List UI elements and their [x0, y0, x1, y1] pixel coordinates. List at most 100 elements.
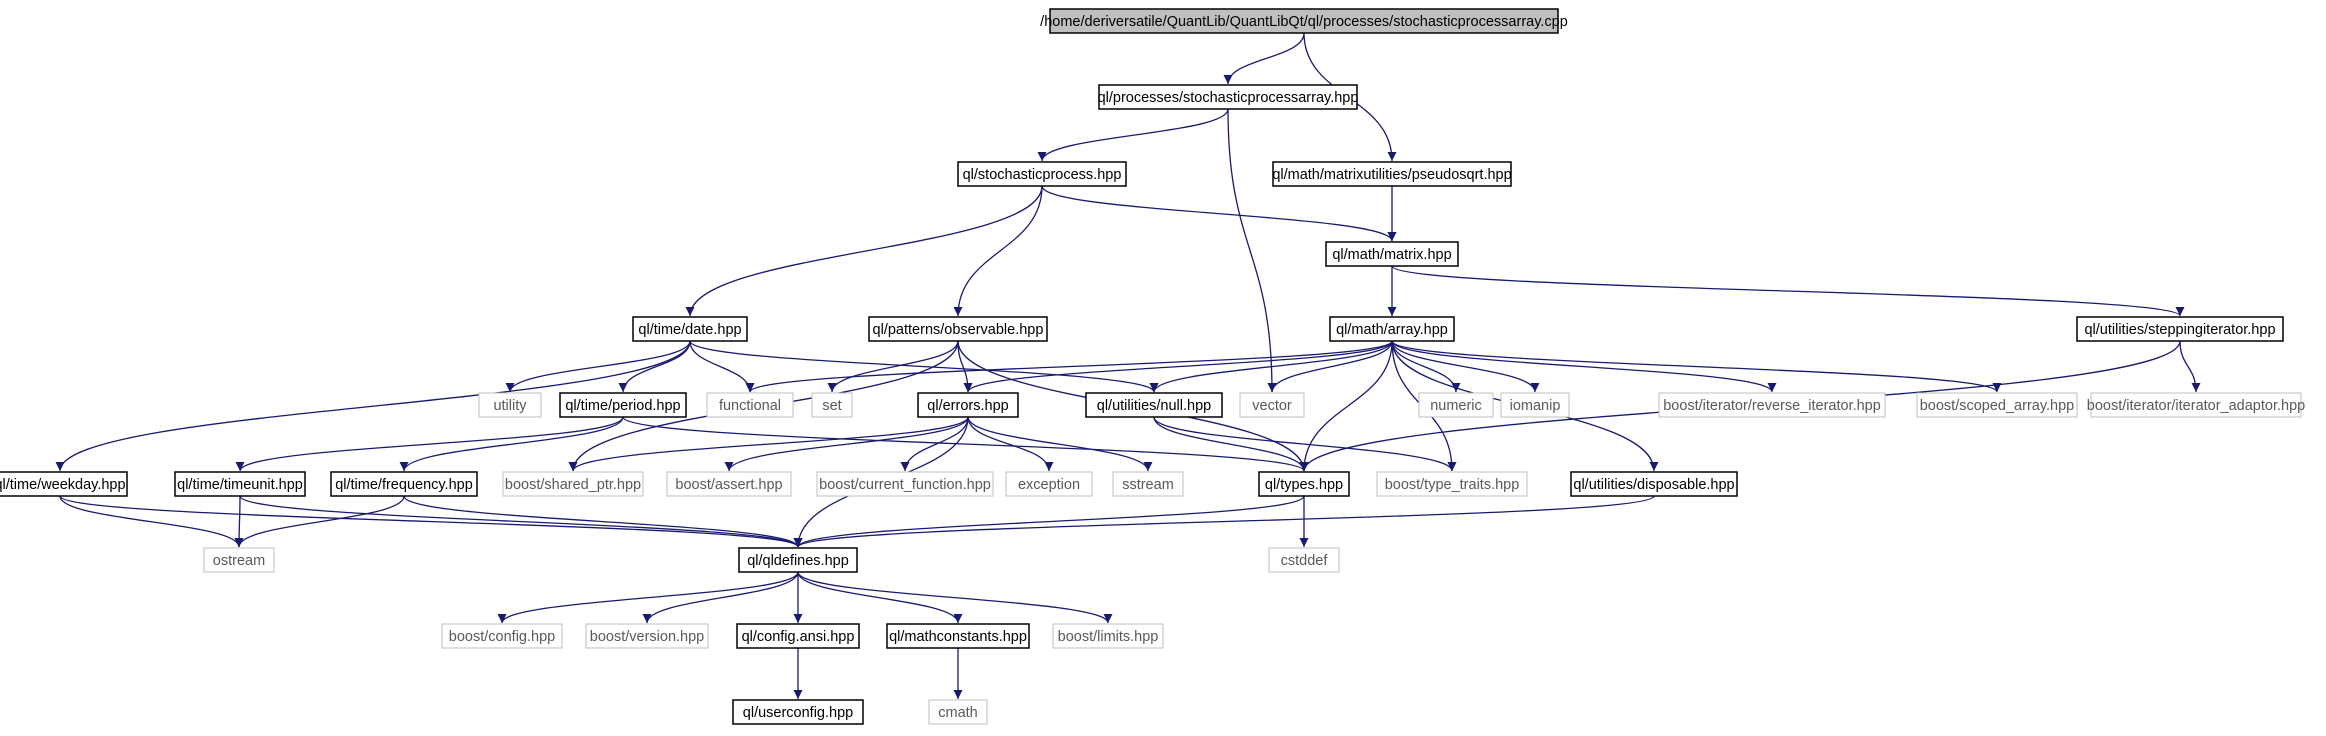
edge-date-to-period	[618, 340, 691, 393]
node-type_traits: boost/type_traits.hpp	[1376, 471, 1528, 497]
node-utility: utility	[478, 392, 542, 418]
node-scoped_array-box	[1916, 392, 2078, 418]
node-version-box	[585, 623, 709, 649]
node-array-box	[1329, 316, 1455, 342]
edge-array-to-functional	[745, 340, 1393, 393]
node-qldefines-label: ql/qldefines.hpp	[747, 553, 849, 569]
node-matrix[interactable]: ql/math/matrix.hpp	[1325, 241, 1459, 267]
edge-weekday-to-ostream	[59, 495, 244, 548]
edge-frequency-to-qldefines	[403, 495, 803, 548]
node-vector-label: vector	[1252, 398, 1292, 414]
edge-spa_hpp-to-sp_hpp	[1037, 108, 1229, 162]
edge-array-to-numeric	[1391, 340, 1461, 393]
node-frequency[interactable]: ql/time/frequency.hpp	[330, 471, 478, 497]
node-sstream: sstream	[1112, 471, 1184, 497]
node-userconfig[interactable]: ql/userconfig.hpp	[732, 699, 864, 725]
node-observable-box	[868, 316, 1048, 342]
edge-sp_hpp-to-observable	[953, 185, 1043, 317]
node-config_ansi[interactable]: ql/config.ansi.hpp	[736, 623, 860, 649]
node-null[interactable]: ql/utilities/null.hpp	[1085, 392, 1223, 418]
node-cstddef-box	[1268, 547, 1340, 573]
node-weekday-box	[0, 471, 128, 497]
node-current_function-label: boost/current_function.hpp	[819, 477, 991, 493]
node-ostream-label: ostream	[213, 553, 265, 569]
node-stepping[interactable]: ql/utilities/steppingiterator.hpp	[2076, 316, 2284, 342]
node-date-label: ql/time/date.hpp	[638, 322, 741, 338]
edge-frequency-to-ostream	[234, 495, 405, 548]
node-ostream: ostream	[203, 547, 275, 573]
node-null-box	[1085, 392, 1223, 418]
node-qldefines[interactable]: ql/qldefines.hpp	[738, 547, 858, 573]
edge-errors-to-assert	[724, 416, 969, 472]
edge-date-to-null	[689, 340, 1159, 393]
node-date-box	[632, 316, 748, 342]
node-timeunit-box	[174, 471, 306, 497]
nodes-layer: /home/deriversatile/QuantLib/QuantLibQt/…	[0, 8, 2305, 725]
node-weekday[interactable]: ql/time/weekday.hpp	[0, 471, 128, 497]
node-config: boost/config.hpp	[441, 623, 563, 649]
node-vector-box	[1239, 392, 1305, 418]
node-numeric-box	[1418, 392, 1494, 418]
node-matrix-box	[1325, 241, 1459, 267]
node-array[interactable]: ql/math/array.hpp	[1329, 316, 1455, 342]
node-functional-box	[706, 392, 794, 418]
node-set: set	[811, 392, 853, 418]
edge-date-to-utility	[505, 340, 691, 393]
node-cstddef-label: cstddef	[1281, 553, 1329, 569]
node-errors-box	[917, 392, 1019, 418]
node-pseudosqrt-box	[1272, 161, 1512, 187]
node-spa_hpp-label: ql/processes/stochasticprocessarray.hpp	[1098, 90, 1359, 106]
node-period-label: ql/time/period.hpp	[565, 398, 680, 414]
node-sp_hpp-label: ql/stochasticprocess.hpp	[963, 167, 1122, 183]
node-sp_hpp[interactable]: ql/stochasticprocess.hpp	[957, 161, 1127, 187]
node-assert-box	[666, 471, 792, 497]
node-userconfig-label: ql/userconfig.hpp	[743, 705, 853, 721]
node-errors[interactable]: ql/errors.hpp	[917, 392, 1019, 418]
edge-date-to-functional	[689, 340, 755, 393]
edge-timeunit-to-ostream	[234, 495, 244, 548]
node-mathconstants[interactable]: ql/mathconstants.hpp	[886, 623, 1030, 649]
node-observable[interactable]: ql/patterns/observable.hpp	[868, 316, 1048, 342]
node-ostream-box	[203, 547, 275, 573]
node-qldefines-box	[738, 547, 858, 573]
edge-sp_hpp-to-date	[685, 185, 1043, 317]
node-shared_ptr-label: boost/shared_ptr.hpp	[505, 477, 641, 493]
node-limits-box	[1052, 623, 1164, 649]
node-functional: functional	[706, 392, 794, 418]
node-numeric: numeric	[1418, 392, 1494, 418]
node-types[interactable]: ql/types.hpp	[1258, 471, 1350, 497]
node-sstream-label: sstream	[1122, 477, 1174, 493]
node-mathconstants-box	[886, 623, 1030, 649]
node-functional-label: functional	[719, 398, 781, 414]
edge-null-to-type_traits	[1153, 416, 1457, 472]
edge-disposable-to-qldefines	[793, 495, 1655, 548]
node-iomanip: iomanip	[1500, 392, 1570, 418]
node-frequency-label: ql/time/frequency.hpp	[335, 477, 473, 493]
node-stepping-box	[2076, 316, 2284, 342]
edge-qldefines-to-config	[497, 571, 799, 624]
node-types-label: ql/types.hpp	[1265, 477, 1343, 493]
node-errors-label: ql/errors.hpp	[927, 398, 1008, 414]
node-shared_ptr-box	[502, 471, 644, 497]
node-spa_hpp[interactable]: ql/processes/stochasticprocessarray.hpp	[1098, 84, 1359, 110]
node-period[interactable]: ql/time/period.hpp	[559, 392, 687, 418]
edge-observable-to-set	[827, 340, 959, 393]
node-type_traits-box	[1376, 471, 1528, 497]
edge-qldefines-to-version	[642, 571, 799, 624]
node-date[interactable]: ql/time/date.hpp	[632, 316, 748, 342]
edge-types-to-qldefines	[793, 495, 1305, 548]
edge-matrix-to-stepping	[1391, 265, 2185, 317]
edge-timeunit-to-qldefines	[239, 495, 803, 548]
node-matrix-label: ql/math/matrix.hpp	[1332, 247, 1451, 263]
edge-array-to-rev_iter	[1391, 340, 1777, 393]
node-timeunit[interactable]: ql/time/timeunit.hpp	[174, 471, 306, 497]
node-root[interactable]: /home/deriversatile/QuantLib/QuantLibQt/…	[1040, 8, 1568, 34]
node-config-label: boost/config.hpp	[449, 629, 555, 645]
node-current_function-box	[816, 471, 994, 497]
node-disposable[interactable]: ql/utilities/disposable.hpp	[1570, 471, 1738, 497]
node-pseudosqrt[interactable]: ql/math/matrixutilities/pseudosqrt.hpp	[1272, 161, 1512, 187]
edge-errors-to-current_function	[900, 416, 969, 472]
node-frequency-box	[330, 471, 478, 497]
node-rev_iter-label: boost/iterator/reverse_iterator.hpp	[1663, 398, 1881, 414]
node-pseudosqrt-label: ql/math/matrixutilities/pseudosqrt.hpp	[1272, 167, 1511, 183]
